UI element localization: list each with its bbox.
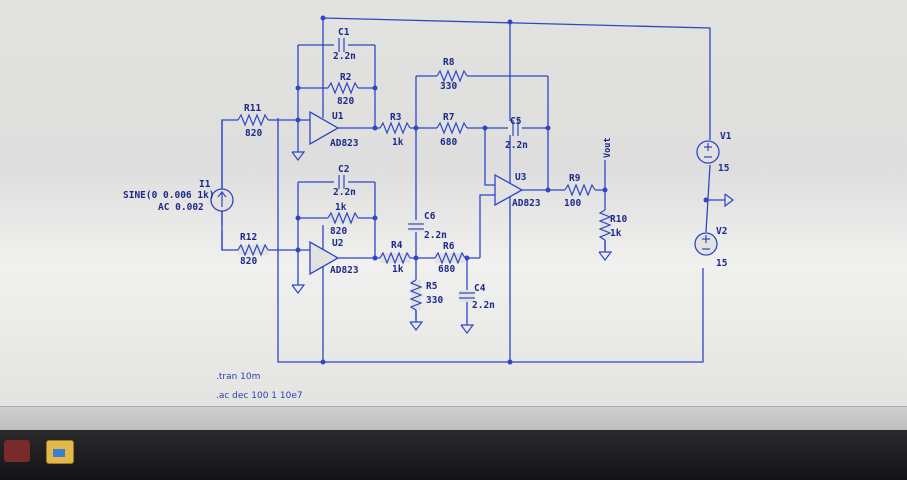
- label-c4-value: 2.2n: [472, 300, 495, 311]
- label-r11: R11: [244, 103, 261, 114]
- capacitor-c2[interactable]: [334, 175, 348, 189]
- directive-tran: .tran 10m: [216, 372, 260, 382]
- label-r7-value: 680: [440, 137, 457, 148]
- component-labels: C1 2.2n R2 820 U1 AD823 R11 820 R3 1k R8…: [123, 27, 732, 311]
- label-c6: C6: [424, 211, 436, 222]
- resistor-r7[interactable]: [436, 121, 468, 135]
- label-i1-value: SINE(0 0.006 1k): [123, 190, 215, 201]
- label-r4-value: 1k: [392, 264, 404, 275]
- resistor-r1[interactable]: [327, 211, 359, 225]
- taskbar: [0, 430, 907, 480]
- label-r3-value: 1k: [392, 137, 404, 148]
- label-u2: U2: [332, 238, 343, 249]
- label-r2-value: 820: [337, 96, 354, 107]
- label-c5: C5: [510, 116, 522, 127]
- current-source-i1[interactable]: [210, 120, 234, 250]
- opamp-u1[interactable]: [309, 110, 340, 146]
- opamp-u3[interactable]: [494, 173, 524, 207]
- resistor-r3[interactable]: [379, 121, 411, 135]
- schematic-canvas[interactable]: C1 2.2n R2 820 U1 AD823 R11 820 R3 1k R8…: [0, 0, 907, 410]
- voltage-source-v1[interactable]: [696, 140, 720, 164]
- label-c4: C4: [474, 283, 486, 294]
- label-r10-value: 1k: [610, 228, 622, 239]
- label-r3: R3: [390, 112, 402, 123]
- label-v1-value: 15: [718, 163, 730, 174]
- label-r5: R5: [426, 281, 438, 292]
- capacitor-c6[interactable]: [408, 220, 424, 232]
- label-v1: V1: [720, 131, 732, 142]
- label-r11-value: 820: [245, 128, 262, 139]
- resistor-r6[interactable]: [434, 251, 466, 265]
- label-r8: R8: [443, 57, 455, 68]
- label-v2: V2: [716, 226, 727, 237]
- ground-symbols: [291, 151, 734, 334]
- directive-ac: .ac dec 100 1 10e7: [216, 391, 303, 401]
- capacitor-c5[interactable]: [508, 120, 522, 136]
- label-r7: R7: [443, 112, 454, 123]
- label-r1-value: 1k: [335, 202, 347, 213]
- resistor-r2[interactable]: [327, 81, 359, 95]
- label-u3-model: AD823: [512, 198, 541, 209]
- label-c6-value: 2.2n: [424, 230, 447, 241]
- label-r9-value: 100: [564, 198, 581, 209]
- label-c2: C2: [338, 164, 349, 175]
- label-r12-value: 820: [240, 256, 257, 267]
- label-u1-model: AD823: [330, 138, 359, 149]
- label-vout: Vout: [603, 138, 613, 158]
- capacitor-c4[interactable]: [459, 290, 475, 302]
- label-r8-value: 330: [440, 81, 457, 92]
- label-r9: R9: [569, 173, 581, 184]
- label-r6-value: 680: [438, 264, 455, 275]
- label-c5-value: 2.2n: [505, 140, 528, 151]
- label-u2-model: AD823: [330, 265, 359, 276]
- label-r6: R6: [443, 241, 455, 252]
- capacitor-c1[interactable]: [334, 38, 348, 52]
- label-c1-value: 2.2n: [333, 51, 356, 62]
- resistor-r10[interactable]: [598, 209, 612, 241]
- label-c2-value: 2.2n: [333, 187, 356, 198]
- folder-icon[interactable]: [46, 440, 74, 464]
- spice-directives[interactable]: .tran 10m .ac dec 100 1 10e7: [216, 372, 303, 401]
- resistor-r9[interactable]: [564, 183, 596, 197]
- junctions: [295, 15, 709, 365]
- label-u3: U3: [515, 172, 527, 183]
- label-c1: C1: [338, 27, 350, 38]
- opamp-u2[interactable]: [309, 240, 340, 276]
- label-r10: R10: [610, 214, 627, 225]
- resistor-r8[interactable]: [436, 69, 468, 83]
- app-icon[interactable]: [4, 440, 30, 462]
- label-r12: R12: [240, 232, 257, 243]
- label-r1-value2: 820: [330, 226, 347, 237]
- label-r2: R2: [340, 72, 351, 83]
- status-bar: [0, 406, 907, 431]
- label-r5-value: 330: [426, 295, 443, 306]
- resistor-r5[interactable]: [409, 279, 423, 311]
- resistor-r4[interactable]: [379, 251, 411, 265]
- label-i1: I1: [199, 179, 211, 190]
- label-u1: U1: [332, 111, 344, 122]
- label-r4: R4: [391, 240, 403, 251]
- resistor-r11[interactable]: [237, 113, 269, 127]
- voltage-source-v2[interactable]: [694, 232, 718, 256]
- label-i1-ac: AC 0.002: [158, 202, 204, 213]
- label-v2-value: 15: [716, 258, 728, 269]
- resistor-r12[interactable]: [237, 243, 269, 257]
